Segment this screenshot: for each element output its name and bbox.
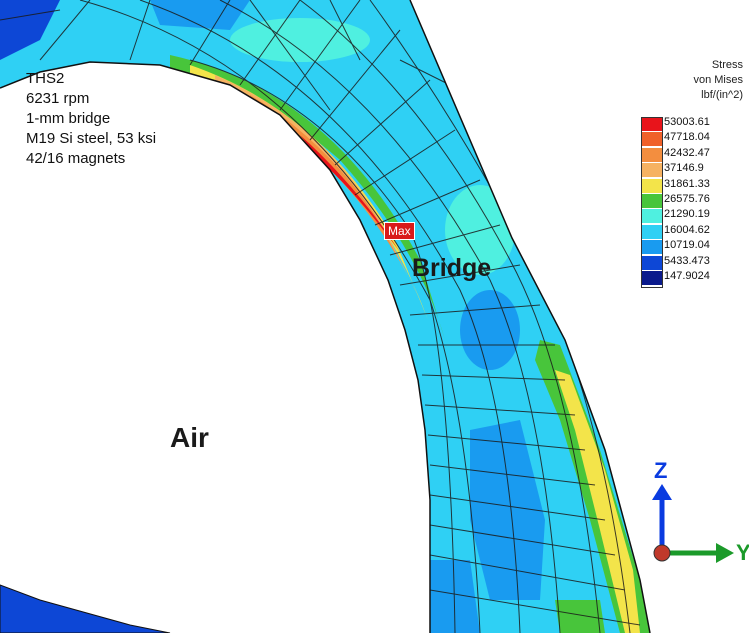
model-speed: 6231 rpm — [26, 90, 90, 107]
legend-value: 47718.04 — [664, 131, 710, 144]
legend-swatch — [642, 194, 662, 208]
legend-title-line-1: Stress — [711, 59, 743, 71]
legend-swatch — [642, 271, 662, 285]
legend-swatch — [642, 255, 662, 270]
model-magnets: 42/16 magnets — [26, 150, 126, 167]
y-axis-label: Y — [736, 540, 749, 565]
legend-value: 31861.33 — [664, 177, 710, 190]
legend-swatch — [642, 147, 662, 162]
z-axis-label: Z — [654, 458, 668, 483]
legend-swatch — [642, 163, 662, 178]
legend-colorbar-frame — [641, 117, 663, 289]
legend-value: 16004.62 — [664, 223, 710, 236]
model-material: M19 Si steel, 53 ksi — [26, 130, 157, 147]
legend-swatch — [642, 209, 662, 224]
legend-swatch — [642, 178, 662, 193]
model-name: THS2 — [26, 70, 65, 87]
legend-title-line-2: von Mises — [693, 74, 743, 86]
max-stress-marker[interactable]: Max — [384, 222, 415, 240]
legend-value: 37146.9 — [664, 162, 704, 175]
bridge-region-label: Bridge — [412, 254, 492, 282]
air-region-label: Air — [170, 422, 209, 453]
legend-title-line-3: lbf/(in^2) — [701, 89, 743, 101]
legend-title: Stress von Mises lbf/(in^2) — [693, 58, 743, 103]
legend-value: 53003.61 — [664, 116, 710, 128]
legend-swatch — [642, 240, 662, 255]
model-bridge-width: 1-mm bridge — [26, 110, 111, 127]
legend-value: 21290.19 — [664, 208, 710, 221]
legend-value: 5433.473 — [664, 254, 710, 267]
legend-swatch — [642, 132, 662, 147]
axis-triad — [652, 484, 734, 563]
legend-swatch — [642, 224, 662, 239]
legend-swatch — [642, 117, 662, 131]
legend-value: 10719.04 — [664, 239, 710, 252]
legend-value: 42432.47 — [664, 146, 710, 159]
legend-value: 147.9024 — [664, 270, 710, 282]
legend-value: 26575.76 — [664, 193, 710, 205]
